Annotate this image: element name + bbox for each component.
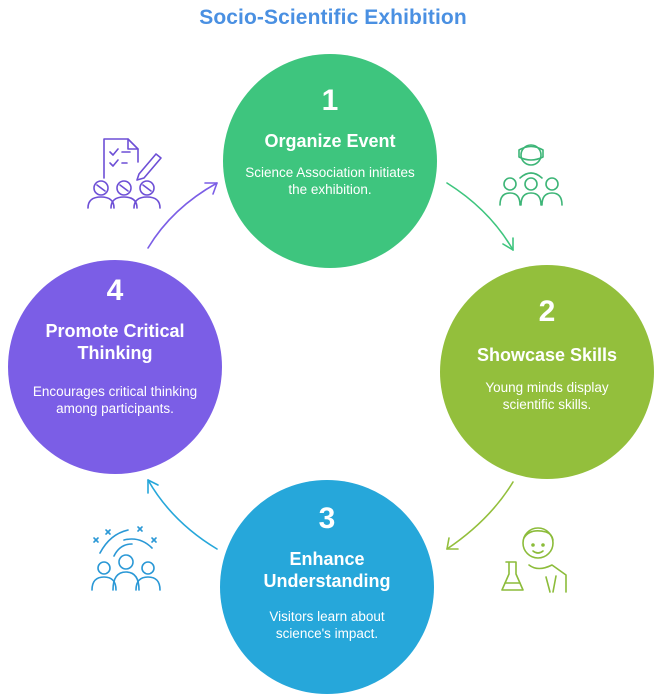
scientist-with-flask-icon — [501, 527, 567, 593]
step-3-circle: 3 Enhance Understanding Visitors learn a… — [220, 480, 434, 694]
step-1-heading: Organize Event — [264, 131, 396, 151]
step-4-description: Encourages critical thinking among parti… — [32, 384, 198, 416]
step-2-description: Young minds display scientific skills. — [485, 380, 609, 412]
step-3-number: 3 — [318, 502, 336, 535]
step-4-circle: 4 Promote Critical Thinking Encourages c… — [8, 260, 222, 474]
group-with-ideas-icon — [91, 526, 161, 591]
arrow-2-to-3 — [446, 481, 514, 550]
step-1-circle: 1 Organize Event Science Association ini… — [223, 54, 437, 268]
step-2-heading: Showcase Skills — [476, 345, 618, 365]
arrow-3-to-4 — [147, 479, 218, 550]
arrow-4-to-1 — [147, 182, 218, 249]
step-1-number: 1 — [321, 84, 339, 117]
step-1-description: Science Association initiates the exhibi… — [245, 165, 415, 197]
step-3-description: Visitors learn about science's impact. — [269, 609, 385, 641]
step-2-number: 2 — [538, 295, 556, 328]
step-4-number: 4 — [106, 274, 124, 307]
arrow-1-to-2 — [446, 182, 514, 251]
step-3-heading: Enhance Understanding — [263, 549, 391, 591]
step-2-circle: 2 Showcase Skills Young minds display sc… — [440, 265, 654, 479]
people-with-leader-icon — [499, 144, 563, 206]
step-4-heading: Promote Critical Thinking — [45, 321, 185, 363]
checklist-with-group-icon — [87, 138, 162, 209]
diagram-title: Socio-Scientific Exhibition — [199, 6, 467, 29]
